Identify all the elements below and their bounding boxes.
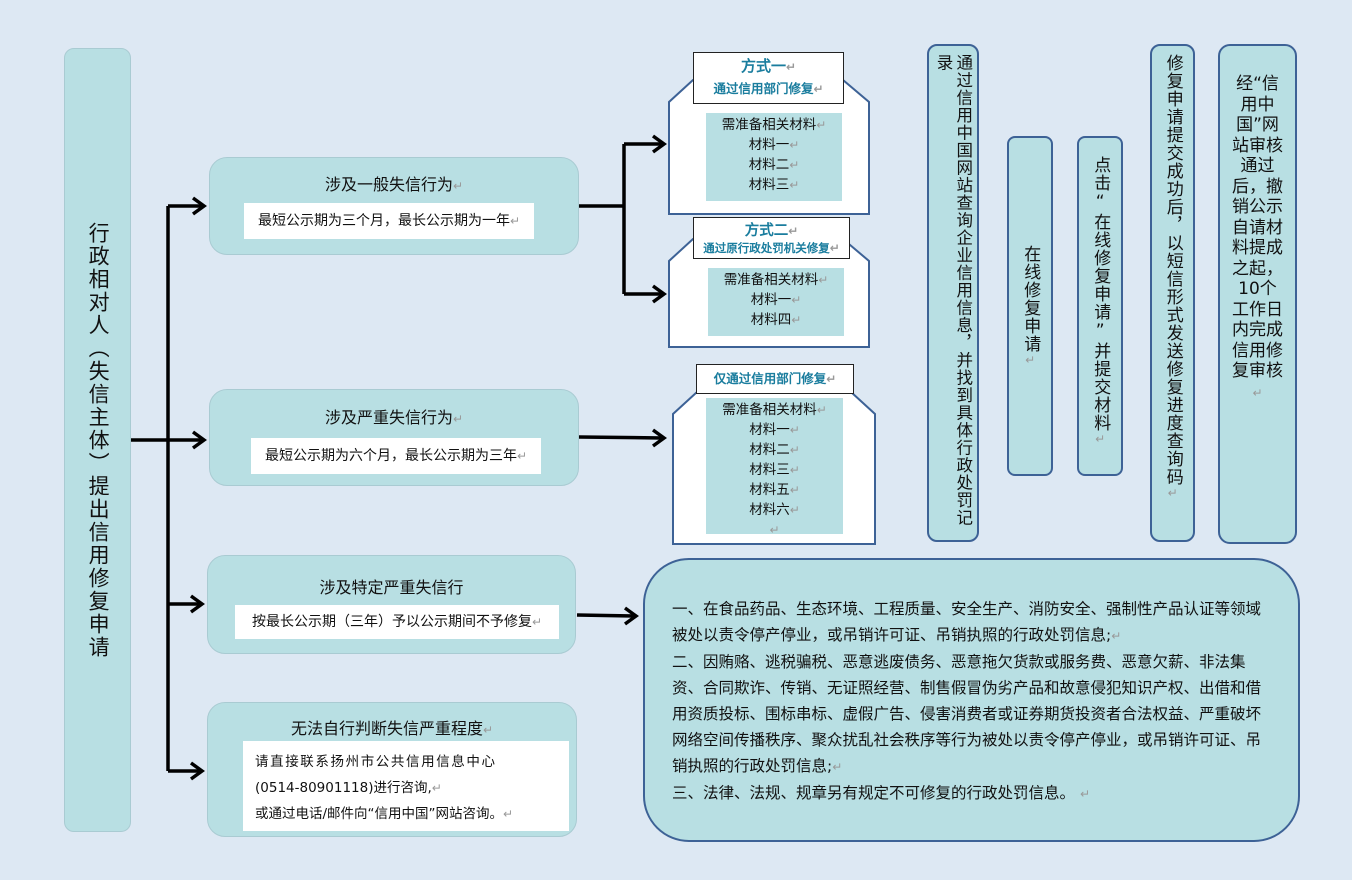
step-2-text: 在线修复申请↵ [1020,244,1041,368]
material-item: 材料一↵ [748,137,800,153]
step-2-online-apply: 在线修复申请↵ [1007,136,1053,476]
contact-line-3: 或通过电话/邮件向“信用中国”网站咨询。↵ [255,806,514,822]
step-5-text: 经“信用中国”网站审核通过后，撤销公示自请材料提成之起，10个工作日内完成信用修… [1232,74,1283,400]
step-5-review: 经“信用中国”网站审核通过后，撤销公示自请材料提成之起，10个工作日内完成信用修… [1218,44,1297,544]
method-1-subtitle: 通过信用部门修复↵ [713,81,824,96]
step-4-text: 修复申请提交成功后，以短信形式发送修复进度查询码↵ [1162,54,1183,501]
material-item: 材料二↵ [749,442,800,458]
exclusion-item-1: 一、在食品药品、生态环境、工程质量、安全生产、消防安全、强制性产品认证等领域被处… [672,600,1262,644]
material-item: 材料一↵ [749,422,800,438]
material-item: 需准备相关材料↵ [721,117,827,133]
category-special-title: 涉及特定严重失信行 [319,578,464,597]
category-special-period: 按最长公示期（三年）予以公示期间不予修复↵ [235,605,559,639]
method-2-materials: 需准备相关材料↵ 材料一↵ 材料四↵ [708,268,844,336]
category-serious-title: 涉及严重失信行为↵ [324,408,464,427]
method-3-header: 仅通过信用部门修复↵ [696,364,854,394]
category-unknown-title: 无法自行判断失信严重程度↵ [290,719,494,738]
category-unknown-contact: 请直接联系扬州市公共信用信息中心 (0514-80901118)进行咨询,↵ 或… [243,741,569,831]
category-unknown: 无法自行判断失信严重程度↵ 请直接联系扬州市公共信用信息中心 (0514-809… [207,702,577,837]
material-item: 材料四↵ [750,312,802,328]
material-item: 材料六↵ [749,502,800,518]
exclusion-item-3: 三、法律、法规、规章另有规定不可修复的行政处罚信息。 ↵ [672,784,1091,802]
material-item: 材料二↵ [748,157,800,173]
category-general-period: 最短公示期为三个月，最长公示期为一年↵ [244,203,534,239]
method-1-materials: 需准备相关材料↵ 材料一↵ 材料二↵ 材料三↵ [706,113,842,201]
main-actor-text: 行政相对人（失信主体）提出信用修复申请 [86,221,111,659]
step-1-query: 通过信用中国网站查询企业信用信息，并找到具体行政处罚记录 [927,44,979,542]
exclusion-item-2: 二、因贿赂、逃税骗税、恶意逃废债务、恶意拖欠货款或服务费、恶意欠薪、非法集资、合… [672,653,1262,775]
contact-line-2: (0514-80901118)进行咨询,↵ [255,780,442,796]
material-item: 材料一↵ [750,292,802,308]
step-1-text: 通过信用中国网站查询企业信用信息，并找到具体行政处罚记录 [934,54,973,527]
method-2-subtitle: 通过原行政处罚机关修复↵ [703,241,840,255]
main-actor-box: 行政相对人（失信主体）提出信用修复申请 [64,48,131,832]
method-2-header: 方式二↵ 通过原行政处罚机关修复↵ [693,217,850,259]
contact-line-1: 请直接联系扬州市公共信用信息中心 [255,754,497,770]
method-1-header: 方式一↵ 通过信用部门修复↵ [693,52,844,104]
method-1-title: 方式一↵ [740,57,797,75]
category-general-title: 涉及一般失信行为↵ [324,175,464,194]
category-serious-period: 最短公示期为六个月，最长公示期为三年↵ [251,438,541,474]
material-item: 材料三↵ [749,462,800,478]
exclusion-box: 一、在食品药品、生态环境、工程质量、安全生产、消防安全、强制性产品认证等领域被处… [643,558,1300,842]
material-item: 需准备相关材料↵ [723,272,829,288]
method-3-subtitle: 仅通过信用部门修复↵ [713,371,837,386]
category-serious: 涉及严重失信行为↵ 最短公示期为六个月，最长公示期为三年↵ [209,389,579,486]
method-3-materials: 需准备相关材料↵ 材料一↵ 材料二↵ 材料三↵ 材料五↵ 材料六↵ ↵ [706,398,843,537]
method-2-title: 方式二↵ [744,223,799,239]
material-item: 材料五↵ [749,482,800,498]
step-3-submit: 点击“在线修复申请”并提交材料↵ [1077,136,1123,476]
material-item: ↵ [769,523,780,537]
material-item: 需准备相关材料↵ [722,402,827,418]
step-3-text: 点击“在线修复申请”并提交材料↵ [1090,156,1111,447]
category-special-serious: 涉及特定严重失信行 按最长公示期（三年）予以公示期间不予修复↵ [207,555,576,654]
step-4-notify: 修复申请提交成功后，以短信形式发送修复进度查询码↵ [1150,44,1195,542]
material-item: 材料三↵ [748,177,800,193]
category-general: 涉及一般失信行为↵ 最短公示期为三个月，最长公示期为一年↵ [209,157,579,255]
